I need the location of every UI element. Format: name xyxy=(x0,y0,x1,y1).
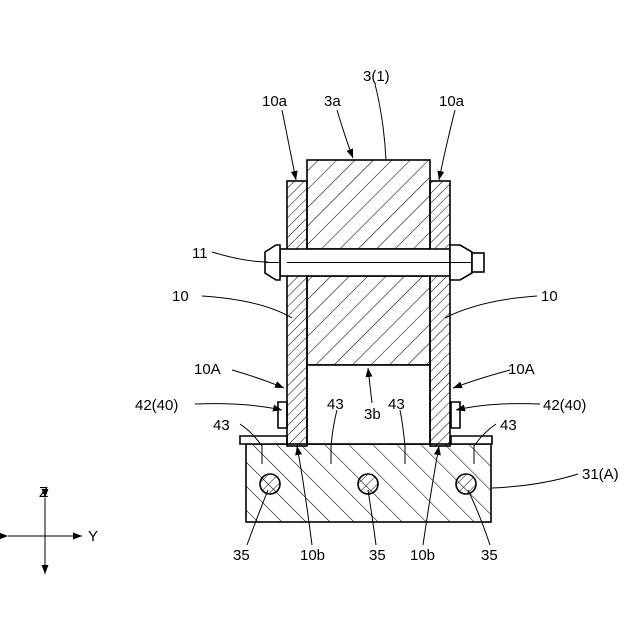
label-hole-center: 35 xyxy=(369,547,386,564)
label-wall-left: 10 xyxy=(172,288,189,305)
label-pin-outer-left: 43 xyxy=(213,417,230,434)
leader-10a-cap-right xyxy=(453,370,510,388)
hole-right xyxy=(456,474,476,494)
leader-clamp-left xyxy=(195,404,282,410)
label-pin-inner-right: 43 xyxy=(388,396,405,413)
leader-workpiece xyxy=(375,84,386,160)
leader-wall-right xyxy=(445,296,537,318)
side-wall-right xyxy=(430,181,450,446)
label-bottom-face: 3b xyxy=(364,406,381,423)
leader-bolt xyxy=(212,252,268,262)
label-10a-cap-right: 10A xyxy=(508,361,535,378)
label-base: 31(A) xyxy=(582,466,619,483)
leader-wall-left xyxy=(202,296,292,318)
side-wall-left xyxy=(287,181,307,446)
label-wall-right: 10 xyxy=(541,288,558,305)
leader-10a-right xyxy=(439,110,455,180)
label-pin-inner-left: 43 xyxy=(327,396,344,413)
label-bolt: 11 xyxy=(192,245,208,262)
label-top-face: 3a xyxy=(324,93,341,110)
leader-10a-left xyxy=(282,110,296,180)
bolt xyxy=(265,245,484,280)
label-axis-z: Z xyxy=(39,484,48,501)
label-10a-cap-left: 10A xyxy=(194,361,221,378)
workpiece xyxy=(307,160,430,444)
label-clamp-right: 42(40) xyxy=(543,397,586,414)
leader-top-face xyxy=(337,110,353,158)
label-10a-right: 10a xyxy=(439,93,465,110)
leader-clamp-right xyxy=(456,404,540,410)
label-hole-left: 35 xyxy=(233,547,250,564)
label-pin-outer-right: 43 xyxy=(500,417,517,434)
label-10a-left: 10a xyxy=(262,93,288,110)
label-clamp-left: 42(40) xyxy=(135,397,178,414)
axis-indicator xyxy=(8,498,82,574)
hole-left xyxy=(260,474,280,494)
label-hole-right: 35 xyxy=(481,547,498,564)
label-10b-right: 10b xyxy=(410,547,435,564)
leader-10a-cap-left xyxy=(232,370,284,388)
leader-base xyxy=(492,474,578,488)
label-axis-y: Y xyxy=(88,528,98,545)
label-10b-left: 10b xyxy=(300,547,325,564)
label-workpiece: 3(1) xyxy=(363,68,390,85)
